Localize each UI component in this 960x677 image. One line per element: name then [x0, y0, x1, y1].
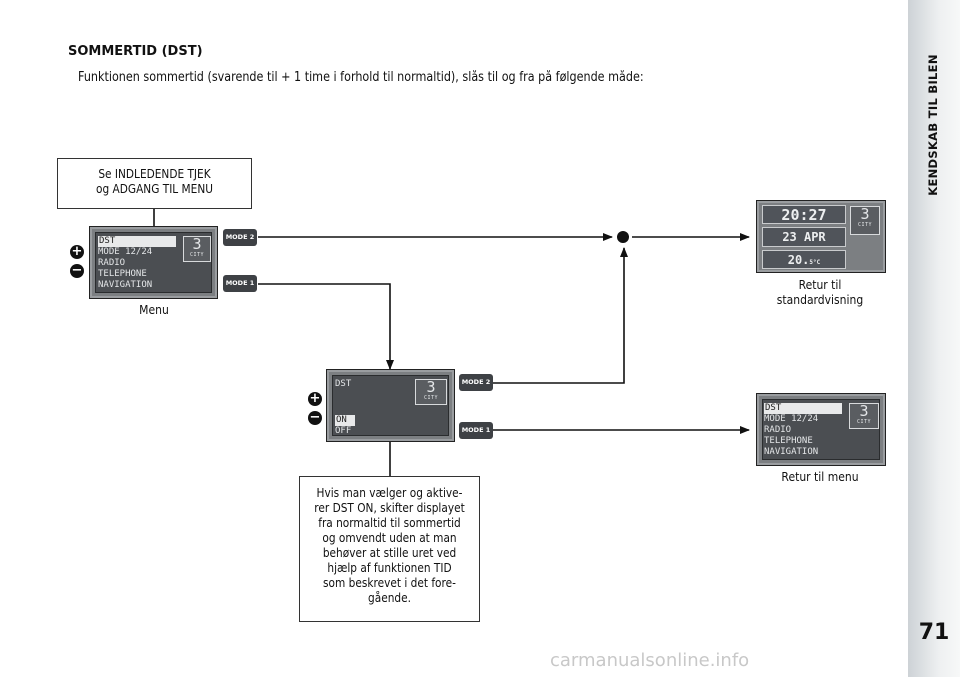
intro-text: Funktionen sommertid (svarende til + 1 t…	[78, 70, 644, 85]
note-line: som beskrevet i det fore-	[323, 576, 456, 590]
menu-item-mode[interactable]: MODE 12/24	[98, 247, 153, 257]
city-indicator: 3 CITY	[850, 206, 880, 235]
note-line: rer DST ON, skifter displayet	[314, 501, 465, 515]
clock-display: 20:27	[762, 205, 846, 224]
dst-mode2-to-junction-arrow	[493, 247, 628, 384]
minus-button[interactable]: −	[308, 410, 322, 425]
plus-button[interactable]: +	[308, 391, 322, 406]
dst-option-on[interactable]: ON	[335, 415, 355, 426]
return-menu-screen: DST MODE 12/24 RADIO TELEPHONE NAVIGATIO…	[756, 393, 886, 466]
menu-item-dst[interactable]: DST	[98, 236, 176, 247]
city-indicator: 3 CITY	[183, 236, 211, 262]
menu-caption: Menu	[139, 303, 169, 317]
menu-list: DST MODE 12/24 RADIO TELEPHONE NAVIGATIO…	[98, 236, 176, 291]
temperature-display: 20.5°C	[762, 250, 846, 269]
menu-screen: DST MODE 12/24 RADIO TELEPHONE NAVIGATIO…	[89, 226, 218, 299]
start-box: Se INDLEDENDE TJEK og ADGANG TIL MENU	[57, 158, 252, 209]
mode2-button[interactable]: MODE 2	[459, 374, 493, 391]
menu-list: DST MODE 12/24 RADIO TELEPHONE NAVIGATIO…	[764, 403, 842, 458]
junction-dot	[617, 231, 629, 243]
note-line: gående.	[368, 591, 411, 605]
menu-item-navigation[interactable]: NAVIGATION	[764, 447, 819, 457]
standard-screen: 20:27 23 APR 20.5°C 3 CITY	[756, 200, 886, 273]
dst-title: DST	[335, 379, 352, 389]
menu-item-radio[interactable]: RADIO	[764, 425, 792, 435]
standard-caption: Retur til standardvisning	[776, 278, 864, 307]
dst-note-box: Hvis man vælger og aktive- rer DST ON, s…	[299, 476, 480, 622]
dst-screen: DST ON OFF 3 CITY	[326, 369, 455, 442]
note-line: Hvis man vælger og aktive-	[316, 486, 463, 500]
menu-item-dst[interactable]: DST	[764, 403, 842, 414]
menu-item-mode[interactable]: MODE 12/24	[764, 414, 819, 424]
dst-options: ON OFF	[335, 415, 355, 437]
menu-item-telephone[interactable]: TELEPHONE	[764, 436, 813, 446]
return-menu-caption: Retur til menu	[781, 470, 859, 484]
mode1-button[interactable]: MODE 1	[459, 422, 493, 439]
dst-option-off[interactable]: OFF	[335, 426, 352, 436]
note-line: fra normaltid til sommertid	[318, 516, 461, 530]
start-box-line: Se INDLEDENDE TJEK	[98, 167, 211, 181]
plus-button[interactable]: +	[70, 244, 84, 259]
menu-item-radio[interactable]: RADIO	[98, 258, 126, 268]
menu-item-telephone[interactable]: TELEPHONE	[98, 269, 147, 279]
page-number: 71	[918, 620, 950, 645]
sidebar-strip	[908, 0, 960, 677]
mode1-to-dst-arrow	[258, 283, 394, 370]
mode2-button[interactable]: MODE 2	[223, 229, 257, 246]
watermark: carmanualsonline.info	[550, 650, 750, 671]
minus-button[interactable]: −	[70, 263, 84, 278]
note-line: og omvendt uden at man	[322, 531, 457, 545]
note-line: behøver at stille uret ved	[322, 546, 457, 560]
date-display: 23 APR	[762, 227, 846, 247]
mode1-button[interactable]: MODE 1	[223, 275, 257, 292]
start-box-line: og ADGANG TIL MENU	[96, 182, 213, 196]
page-title: SOMMERTID (DST)	[68, 44, 203, 59]
city-indicator: 3 CITY	[415, 379, 447, 405]
menu-item-navigation[interactable]: NAVIGATION	[98, 280, 153, 290]
city-indicator: 3 CITY	[849, 403, 879, 429]
note-line: hjælp af funktionen TID	[327, 561, 452, 575]
